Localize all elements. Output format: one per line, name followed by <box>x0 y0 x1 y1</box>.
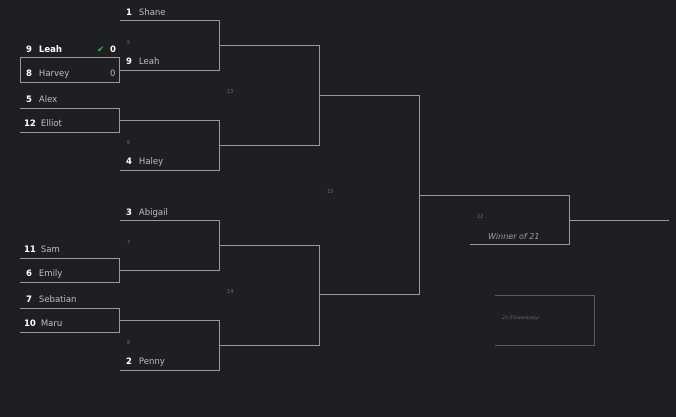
match-number: 14 <box>227 289 234 295</box>
player-name: Shane <box>138 8 166 18</box>
match-slot[interactable]: 2 Penny <box>126 357 165 368</box>
bracket-line <box>420 195 570 196</box>
match-slot[interactable]: 5 Alex <box>26 95 57 106</box>
match-slot[interactable]: 1 Shane <box>126 8 166 19</box>
bracket-line <box>319 45 320 146</box>
score: 0 <box>110 45 116 55</box>
bracket-line <box>495 345 595 346</box>
match-slot[interactable]: 4 Haley <box>126 157 163 168</box>
bracket-line <box>120 270 220 271</box>
player-name: Sam <box>40 245 60 255</box>
bracket-line <box>120 370 220 371</box>
bracket-line <box>20 132 120 133</box>
player-name: Elliot <box>40 119 62 129</box>
bracket-line <box>220 45 320 46</box>
bracket-line <box>470 244 570 245</box>
match-slot[interactable]: 9 Leah <box>126 57 159 68</box>
bracket-line <box>120 20 220 21</box>
bracket-line <box>220 345 320 346</box>
seed-number: 4 <box>126 157 132 167</box>
match-number: 15 <box>327 189 334 195</box>
bracket-line <box>120 70 220 71</box>
bracket-line <box>20 282 120 283</box>
bracket-line <box>219 220 220 271</box>
match-slot[interactable]: 3 Abigail <box>126 208 168 219</box>
match-slot[interactable]: 6 Emily <box>26 269 62 280</box>
seed-number: 3 <box>126 208 132 218</box>
bracket-line <box>219 120 220 171</box>
bracket-line <box>320 294 420 295</box>
player-name: Maru <box>40 319 63 329</box>
seed-number: 12 <box>24 119 36 129</box>
match-number: 5 <box>127 40 131 46</box>
seed-number: 9 <box>126 57 132 67</box>
bracket-line <box>220 245 320 246</box>
seed-number: 1 <box>126 8 132 18</box>
match-number: 22 <box>477 214 484 220</box>
player-name: Alex <box>38 95 58 105</box>
bracket-line <box>570 220 669 221</box>
bracket-line <box>119 108 120 133</box>
match-slot[interactable]: 9 Leah <box>26 45 62 56</box>
seed-number: 2 <box>126 357 132 367</box>
bracket-line <box>120 220 220 221</box>
third-place-placeholder[interactable]: 23 (Finalesbaby) <box>502 316 540 321</box>
bracket-line <box>495 295 595 296</box>
seed-number: 11 <box>24 245 36 255</box>
player-name: Haley <box>138 157 164 167</box>
bracket-line <box>319 245 320 346</box>
match-number: 8 <box>127 340 131 346</box>
match-slot[interactable]: 7 Sebatian <box>26 295 76 306</box>
seed-number: 6 <box>26 269 32 279</box>
match-number: 6 <box>127 140 131 146</box>
score: 0 <box>110 69 116 79</box>
match-number: 7 <box>127 240 131 246</box>
player-name: Abigail <box>138 208 168 218</box>
seed-number: 8 <box>26 69 32 79</box>
final-slot-placeholder[interactable]: Winner of 21 <box>488 232 540 241</box>
seed-number: 5 <box>26 95 32 105</box>
bracket-line <box>20 308 120 309</box>
bracket-line <box>220 145 320 146</box>
seed-number: 7 <box>26 295 32 305</box>
bracket-line <box>119 57 120 83</box>
match-slot[interactable]: 8 Harvey <box>26 69 69 80</box>
match-slot[interactable]: 11 Sam <box>24 245 60 256</box>
bracket-line <box>20 108 120 109</box>
bracket-line <box>20 57 21 83</box>
bracket-line <box>20 332 120 333</box>
bracket-line <box>120 120 220 121</box>
bracket-line <box>20 258 120 259</box>
player-name: Penny <box>138 357 165 367</box>
player-name: Harvey <box>38 69 70 79</box>
bracket-line <box>594 295 595 346</box>
player-name: Emily <box>38 269 63 279</box>
seed-number: 9 <box>26 45 32 55</box>
bracket-line <box>569 195 570 245</box>
bracket-line <box>320 95 420 96</box>
player-name: Leah <box>138 57 160 67</box>
checkmark-icon: ✔ <box>97 45 105 55</box>
bracket-line <box>20 57 120 58</box>
player-name: Leah <box>38 45 62 55</box>
match-slot[interactable]: 10 Maru <box>24 319 62 330</box>
bracket-line <box>119 258 120 283</box>
player-name: Sebatian <box>38 295 77 305</box>
bracket-line <box>419 95 420 295</box>
bracket-line <box>219 320 220 371</box>
bracket-line <box>120 170 220 171</box>
bracket-line <box>119 308 120 333</box>
bracket-line <box>219 20 220 71</box>
match-slot[interactable]: 12 Elliot <box>24 119 62 130</box>
bracket-line <box>20 82 120 83</box>
match-number: 13 <box>227 89 234 95</box>
bracket-line <box>120 320 220 321</box>
seed-number: 10 <box>24 319 36 329</box>
